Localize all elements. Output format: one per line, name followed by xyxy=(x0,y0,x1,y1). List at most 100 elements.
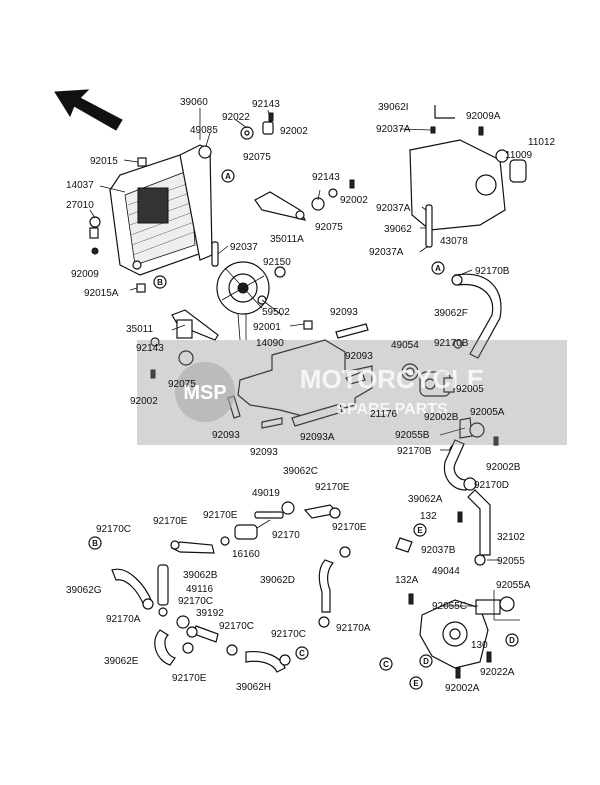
hose-39062f xyxy=(451,273,502,359)
part-label: 92037B xyxy=(421,545,456,556)
part-label: 92170 xyxy=(272,530,300,541)
part-label: 14037 xyxy=(66,180,94,191)
part-label: 92075 xyxy=(168,379,196,390)
part-label: 130 xyxy=(471,640,488,651)
hose-39062a xyxy=(443,439,477,491)
part-label: 92093A xyxy=(300,432,335,443)
radiator-small-parts xyxy=(89,112,274,267)
part-label: 92015A xyxy=(84,288,119,299)
part-label: 32102 xyxy=(497,532,525,543)
part-label: 92170A xyxy=(106,614,141,625)
part-label: 39062E xyxy=(104,656,139,667)
part-label: 92170E xyxy=(332,522,367,533)
part-label: 11012 xyxy=(528,137,556,148)
part-label: 92143 xyxy=(136,343,164,354)
part-label: 92143 xyxy=(252,99,280,110)
part-label: 92002 xyxy=(340,195,368,206)
part-label: 92093 xyxy=(250,447,278,458)
part-label: 92150 xyxy=(263,257,291,268)
part-label: 27010 xyxy=(66,200,94,211)
part-label: 39192 xyxy=(196,608,224,619)
part-label: 39060 xyxy=(180,97,208,108)
pipe-32102 xyxy=(457,489,491,566)
part-label: 92022 xyxy=(222,112,250,123)
callout-b: B xyxy=(92,539,98,548)
callout-a: A xyxy=(225,172,231,181)
part-label: 92001 xyxy=(253,322,281,333)
callout-d: D xyxy=(423,657,429,666)
part-label: 92170E xyxy=(172,673,207,684)
part-label: 92075 xyxy=(315,222,343,233)
part-label: 16160 xyxy=(232,549,260,560)
part-label: 92005A xyxy=(470,407,505,418)
part-label: 21176 xyxy=(370,409,398,420)
part-label: 132A xyxy=(395,575,419,586)
part-label: 92170C xyxy=(96,524,131,535)
part-label: 39062I xyxy=(378,102,409,113)
part-label: 92170B xyxy=(397,446,432,457)
part-label: 92170A xyxy=(336,623,371,634)
callout-c: C xyxy=(383,660,389,669)
part-label: 92170B xyxy=(434,338,469,349)
part-label: 92055C xyxy=(432,601,467,612)
part-label: 92170E xyxy=(203,510,238,521)
part-label: 39062D xyxy=(260,575,295,586)
watermark-subtitle: SPARE PARTS xyxy=(336,401,448,418)
part-label: 92009A xyxy=(466,111,501,122)
part-label: 39062A xyxy=(408,494,443,505)
part-label: 92170E xyxy=(315,482,350,493)
lower-hoses xyxy=(111,501,351,673)
radiator-shroud-14090 xyxy=(227,320,373,429)
part-label: 92170C xyxy=(219,621,254,632)
callout-b: B xyxy=(157,278,163,287)
part-label: 35011 xyxy=(126,324,154,335)
front-direction-arrow-icon xyxy=(54,89,123,131)
part-label: 92009 xyxy=(71,269,99,280)
callout-a: A xyxy=(435,264,441,273)
part-label: 39062F xyxy=(434,308,468,319)
part-label: 49085 xyxy=(190,125,218,136)
leader-lines xyxy=(89,108,520,621)
part-label: 92002B xyxy=(486,462,521,473)
part-label: 39062G xyxy=(66,585,102,596)
radiator xyxy=(109,144,213,293)
part-label: 92002 xyxy=(130,396,158,407)
callout-markers: A A B B C C D D E E xyxy=(88,169,519,690)
part-label: 11009 xyxy=(505,150,533,161)
part-label: 14090 xyxy=(256,338,284,349)
watermark: MSP MOTORCYCLE SPARE PARTS xyxy=(137,340,567,445)
part-label: 92170D xyxy=(474,480,509,491)
part-label: 92002B xyxy=(424,412,459,423)
part-label: 49054 xyxy=(391,340,419,351)
callout-e: E xyxy=(413,679,419,688)
part-label: 92170C xyxy=(271,629,306,640)
part-label: 92170E xyxy=(153,516,188,527)
callout-d: D xyxy=(509,636,515,645)
part-label: 92170B xyxy=(475,266,510,277)
part-label: 92055A xyxy=(496,580,531,591)
part-label: 92143 xyxy=(312,172,340,183)
part-label: 92055 xyxy=(497,556,525,567)
watermark-name: MOTORCYCLE xyxy=(300,364,484,394)
part-label: 92005 xyxy=(456,384,484,395)
callout-c: C xyxy=(299,649,305,658)
part-label: 92037 xyxy=(230,242,258,253)
part-label: 92002A xyxy=(445,683,480,694)
part-label: 43078 xyxy=(440,236,468,247)
part-label: 49116 xyxy=(186,584,214,595)
bracket-35011 xyxy=(150,309,219,379)
part-label: 92022A xyxy=(480,667,515,678)
part-label: 92093 xyxy=(345,351,373,362)
part-label: 92037A xyxy=(376,203,411,214)
part-label: 92075 xyxy=(243,152,271,163)
cooling-fan xyxy=(216,261,286,341)
part-label: 39062 xyxy=(384,224,412,235)
watermark-badge: MSP xyxy=(183,382,226,404)
part-labels: 39060 92143 49085 92022 92002 92015 9207… xyxy=(66,97,556,694)
part-label: 49019 xyxy=(252,488,280,499)
part-label: 92037A xyxy=(369,247,404,258)
part-label: 92015 xyxy=(90,156,118,167)
part-label: 92170C xyxy=(178,596,213,607)
part-label: 39062C xyxy=(283,466,318,477)
